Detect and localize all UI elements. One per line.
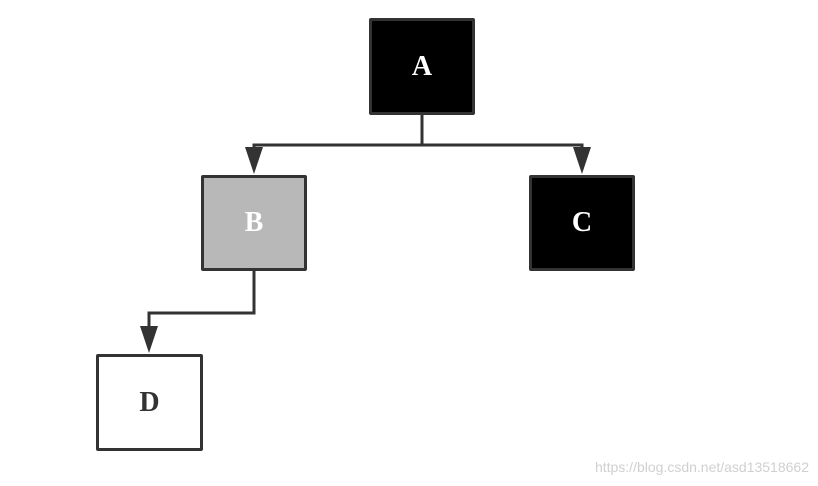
edge-a-to-b: [245, 115, 424, 174]
edge-a-to-b-arrowhead: [245, 147, 263, 174]
node-b: B: [201, 175, 307, 271]
edge-b-to-d: [140, 271, 256, 353]
watermark: https://blog.csdn.net/asd13518662: [594, 459, 809, 475]
edge-a-to-c-arrowhead: [573, 147, 591, 174]
node-b-label: B: [244, 207, 264, 238]
edge-a-to-c: [422, 143, 591, 174]
node-c-label: C: [571, 207, 593, 238]
node-d: D: [96, 354, 203, 451]
node-a-label: A: [411, 50, 433, 82]
node-d-label: D: [139, 386, 160, 418]
edge-a-to-c-line: [422, 143, 584, 158]
node-c: C: [529, 175, 635, 271]
edge-b-to-d-arrowhead: [140, 326, 158, 353]
edge-b-to-d-line: [147, 271, 256, 336]
edge-a-to-b-line: [252, 115, 424, 158]
node-a: A: [369, 18, 475, 115]
